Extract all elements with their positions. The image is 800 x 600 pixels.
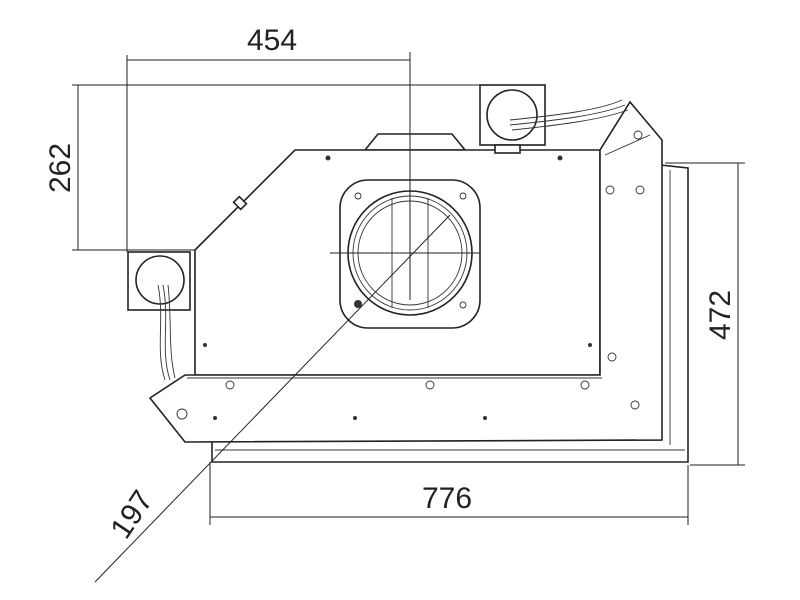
- motor-box-top: [479, 84, 629, 154]
- screws: [176, 130, 645, 420]
- dim-label-454: 454: [247, 24, 297, 57]
- front-skirt: [148, 100, 663, 443]
- clip: [232, 195, 248, 211]
- dim-label-197: 197: [104, 485, 159, 545]
- dim-label-472: 472: [704, 290, 737, 340]
- top-housing: [363, 133, 467, 151]
- dimension-262: [72, 84, 482, 251]
- dimension-197-leader: [94, 214, 451, 583]
- motor-box-left: [127, 251, 191, 381]
- dimension-454: [126, 52, 480, 300]
- dimension-776: [209, 462, 689, 525]
- dimension-472: [665, 162, 745, 466]
- dim-label-262: 262: [44, 143, 77, 193]
- dim-label-776: 776: [422, 482, 472, 515]
